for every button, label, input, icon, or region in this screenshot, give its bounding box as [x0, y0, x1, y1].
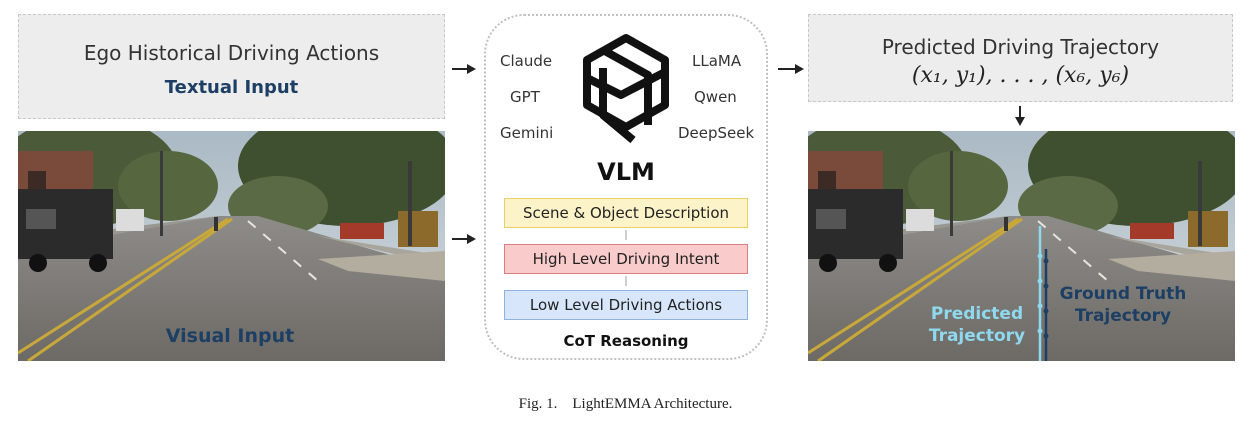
predicted-trajectory-box: Predicted Driving Trajectory (x₁, y₁), .… — [808, 14, 1233, 102]
predicted-trajectory-label: Predicted Trajectory — [916, 303, 1038, 347]
textual-input-label: Textual Input — [164, 77, 299, 98]
step2-to-step3-arrow — [625, 276, 627, 286]
output-down-arrowhead — [1015, 117, 1025, 126]
ground-truth-label: Ground Truth Trajectory — [1048, 283, 1198, 327]
model-gemini: Gemini — [500, 124, 554, 142]
cot-reasoning-label: CoT Reasoning — [563, 332, 689, 350]
vlm-panel: Claude GPT Gemini LLaMA Qwen DeepSeek VL… — [484, 14, 768, 360]
model-qwen: Qwen — [694, 88, 737, 106]
ground-truth-label-line2: Trajectory — [1074, 306, 1172, 326]
predicted-label-line2: Trajectory — [928, 326, 1026, 346]
visual-input-label: Visual Input — [165, 325, 295, 347]
step-scene-object-description: Scene & Object Description — [504, 198, 748, 228]
output-scene-image: Predicted Trajectory Ground Truth Trajec… — [808, 131, 1235, 361]
visual-to-vlm-arrowhead — [467, 234, 476, 244]
textual-to-vlm-arrow — [452, 68, 468, 70]
step1-to-step2-arrow — [625, 230, 627, 240]
hexagonal-knot-logo-icon — [583, 34, 669, 144]
trajectory-formula: (x₁, y₁), . . . , (x₆, y₆) — [911, 63, 1130, 88]
model-claude: Claude — [500, 52, 553, 70]
model-deepseek: DeepSeek — [678, 124, 755, 142]
ground-truth-trajectory-line — [1043, 249, 1049, 361]
step-low-level-driving-actions: Low Level Driving Actions — [504, 290, 748, 320]
predicted-trajectory-title: Predicted Driving Trajectory — [881, 35, 1160, 59]
vlm-to-output-arrow — [778, 68, 796, 70]
visual-to-vlm-arrow — [452, 238, 468, 240]
figure-caption: Fig. 1. LightEMMA Architecture. — [518, 396, 733, 412]
vlm-label: VLM — [597, 158, 655, 186]
textual-input-box: Ego Historical Driving Actions Textual I… — [18, 14, 445, 119]
model-llama: LLaMA — [692, 52, 742, 70]
step-high-level-driving-intent: High Level Driving Intent — [504, 244, 748, 274]
textual-input-title: Ego Historical Driving Actions — [83, 41, 380, 65]
visual-input-image: Visual Input — [18, 131, 445, 361]
predicted-trajectory-line — [1037, 226, 1043, 361]
vlm-to-output-arrowhead — [795, 64, 804, 74]
predicted-label-line1: Predicted — [930, 304, 1024, 324]
ground-truth-label-line1: Ground Truth — [1059, 284, 1187, 304]
output-down-arrow — [1019, 106, 1021, 118]
textual-to-vlm-arrowhead — [467, 64, 476, 74]
model-gpt: GPT — [510, 88, 540, 106]
